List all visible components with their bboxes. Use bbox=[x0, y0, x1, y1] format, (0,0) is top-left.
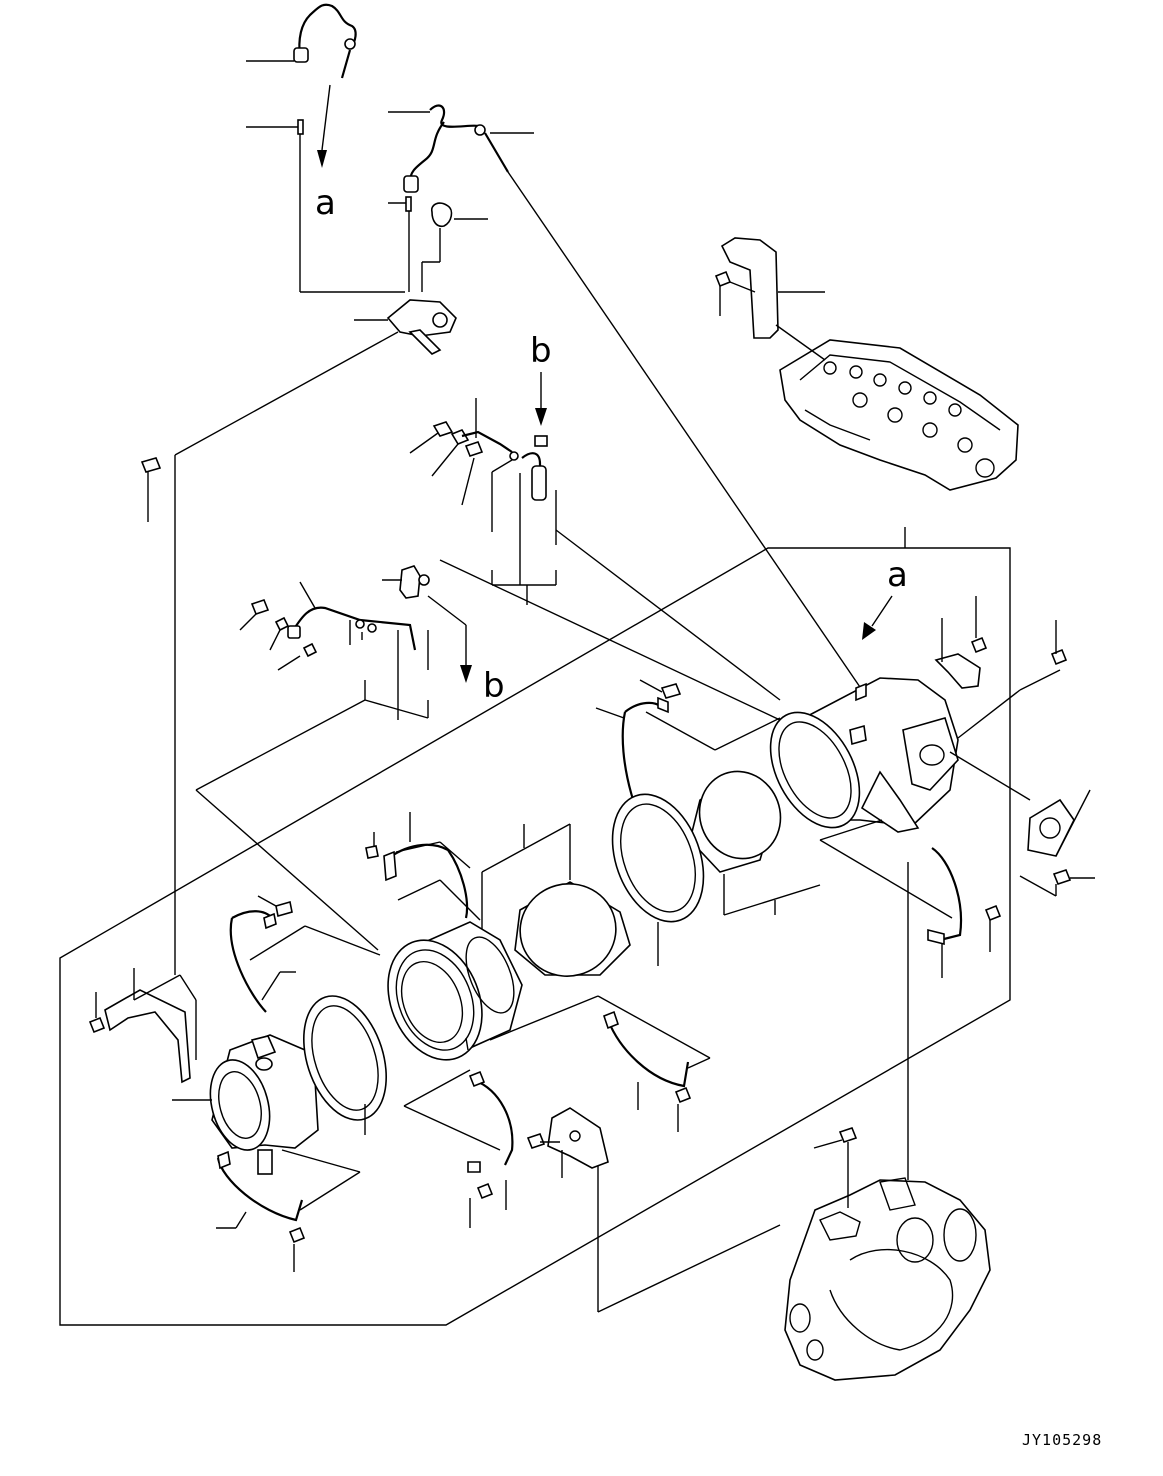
inlet-mounting-bracket bbox=[88, 968, 197, 1084]
leader-housing-right-2 bbox=[957, 689, 1021, 739]
temperature-sensor-harness-center bbox=[388, 104, 534, 292]
outlet-bolt-right bbox=[1019, 620, 1095, 897]
clamp-band-mid-right bbox=[489, 995, 711, 1132]
reference-letter-a-assembly: a bbox=[887, 555, 908, 595]
flywheel-housing bbox=[784, 895, 991, 1381]
clamp-band-lower-right bbox=[819, 819, 1002, 978]
drawing-number: JY105298 bbox=[1022, 1431, 1102, 1449]
temperature-sensor-harness-upper bbox=[246, 3, 405, 293]
arrow-b-top-head bbox=[535, 408, 547, 426]
pressure-sensor-pipe bbox=[195, 565, 472, 951]
housing-bracket-top bbox=[934, 596, 988, 689]
doc-catalyst-element bbox=[481, 823, 631, 977]
assembly-group-frame bbox=[59, 547, 1011, 1326]
reference-letter-b-top: b bbox=[530, 331, 552, 371]
doc-inlet-housing bbox=[172, 1034, 361, 1211]
flange-bolt-left bbox=[140, 455, 176, 975]
leader-sensor-to-housing bbox=[507, 171, 863, 691]
leader-harness-to-housing bbox=[439, 559, 781, 721]
doc-housing bbox=[387, 921, 523, 1061]
lower-support-bracket bbox=[540, 1107, 781, 1313]
dpf-filter-element bbox=[689, 770, 821, 916]
lifting-hanger bbox=[714, 237, 826, 361]
leader-housing-right bbox=[1019, 669, 1061, 691]
leader-gasket-to-housing bbox=[949, 751, 1031, 801]
arrow-a-assembly-head bbox=[862, 622, 876, 640]
clamp-band-upper-center bbox=[365, 812, 481, 921]
leader-outlet-gasket bbox=[1055, 789, 1091, 857]
outlet-gasket bbox=[1027, 798, 1075, 857]
reference-letter-b-mid: b bbox=[483, 666, 505, 706]
clamp-band-lower-left bbox=[216, 1150, 306, 1272]
dpf-gasket-mid bbox=[611, 793, 705, 966]
sensor-mounting-bracket bbox=[174, 299, 457, 456]
differential-pressure-pipe bbox=[409, 398, 781, 701]
clamp-band-lower-center bbox=[403, 1069, 546, 1228]
reference-letter-a-top: a bbox=[315, 183, 336, 223]
clamp-band-upper-left bbox=[229, 895, 381, 1013]
cylinder-head bbox=[779, 339, 1019, 491]
inlet-gasket bbox=[303, 995, 387, 1135]
dpf-outlet-housing bbox=[769, 677, 959, 833]
arrow-a-assembly-shaft bbox=[871, 595, 893, 627]
